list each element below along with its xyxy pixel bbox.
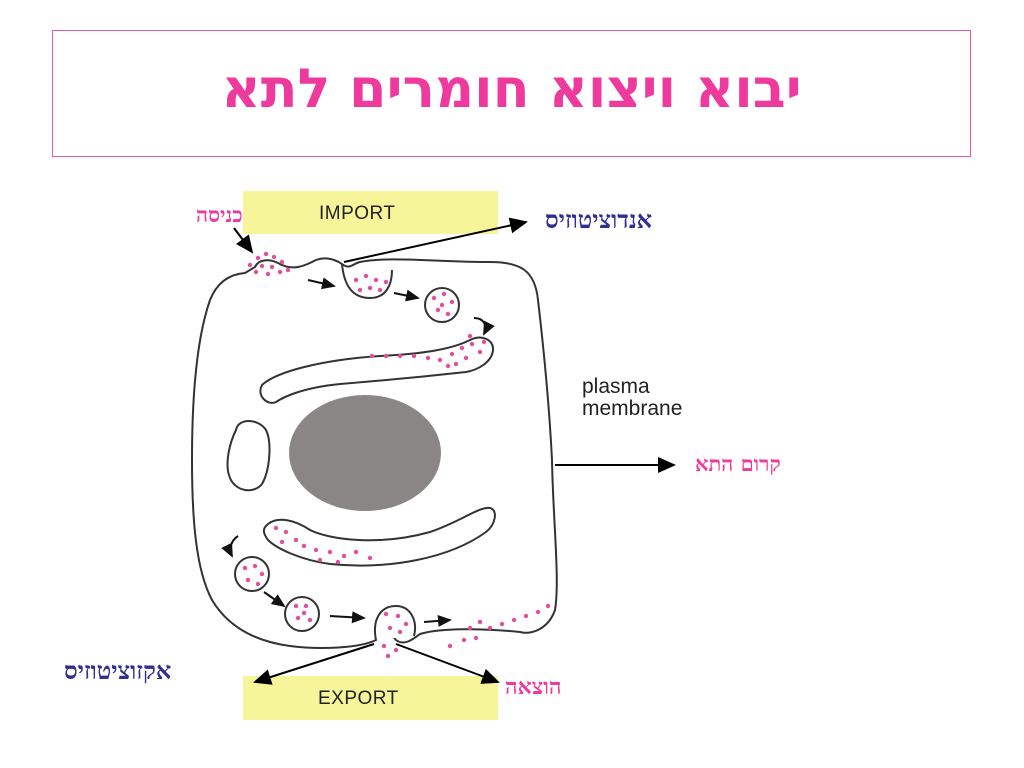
nucleus [289,395,441,511]
annotation-arrows [233,217,676,685]
cell-membrane-label: קרום התא [695,451,781,476]
export-label: EXPORT [318,688,399,709]
upper-endosome [259,336,495,404]
exocytosis-label: אקזוציטוזיס [64,656,172,685]
title-box: יבוא ויצוא חומרים לתא [52,30,971,157]
plasma-label: plasma [582,375,650,398]
entry-label: כניסה [196,202,243,227]
lower-tube [262,506,496,567]
import-band [243,191,498,234]
membrane-label: membrane [582,397,683,420]
endocytosis-label: אנדוציטוזיס [545,205,653,234]
plasma-membrane [190,257,558,649]
import-label: IMPORT [319,203,396,224]
small-organelle [226,420,271,492]
vesicle [234,556,270,592]
vesicle [284,596,320,632]
endocytic-pit [341,263,393,300]
exit-label: הוצאה [505,674,562,700]
flow-arrows [221,277,495,627]
cargo-dots [242,251,551,659]
slide-title: יבוא ויצוא חומרים לתא [221,57,802,120]
export-band [243,676,498,720]
exocytic-pit [374,604,416,641]
